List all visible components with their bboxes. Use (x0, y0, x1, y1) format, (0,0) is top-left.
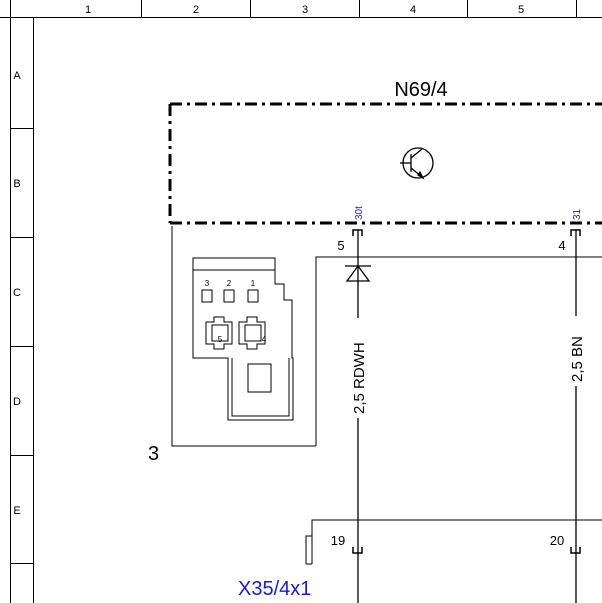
bottom-connector-label: X35/4x1 (238, 578, 311, 600)
wire-label-right: 2,5 BN (569, 336, 586, 382)
module-label: N69/4 (394, 79, 447, 101)
grid-column-2: 2 (193, 4, 199, 16)
wires (357, 230, 577, 603)
bottom-pin-number-left: 19 (331, 533, 345, 548)
grid-column-3: 3 (302, 4, 308, 16)
grid-column-5: 5 (518, 4, 524, 16)
terminal-label-right: 31 (572, 208, 583, 220)
grid-column-4: 4 (410, 4, 416, 16)
diode-icon (345, 264, 371, 282)
grid-row-e: E (13, 505, 20, 517)
grid-row-c: C (13, 287, 21, 299)
connector-housing-icon (192, 257, 294, 421)
housing-pin-label-1: 1 (251, 279, 256, 288)
grid-row-b: B (13, 178, 20, 190)
transistor-icon (400, 147, 434, 180)
housing-pin-label-3: 3 (205, 279, 210, 288)
grid-row-d: D (13, 396, 21, 408)
connector-reference: 3 (148, 443, 159, 465)
grid-column-1: 1 (85, 4, 91, 16)
grid-row-a: A (13, 70, 21, 82)
pin-brackets (352, 229, 581, 554)
bottom-connector-outline (305, 519, 602, 565)
wire-label-left: 2,5 RDWH (351, 342, 368, 414)
connector-outline (171, 226, 602, 447)
housing-pin-label-2: 2 (227, 279, 232, 288)
terminal-label-left: 30t (354, 206, 365, 220)
bottom-pin-number-right: 20 (550, 533, 564, 548)
module-boundary (168, 102, 602, 225)
housing-pin-label-4: 4 (262, 335, 267, 344)
pin-number-right: 4 (558, 238, 565, 253)
pin-number-left: 5 (337, 238, 344, 253)
housing-pin-label-5: 5 (218, 335, 223, 344)
